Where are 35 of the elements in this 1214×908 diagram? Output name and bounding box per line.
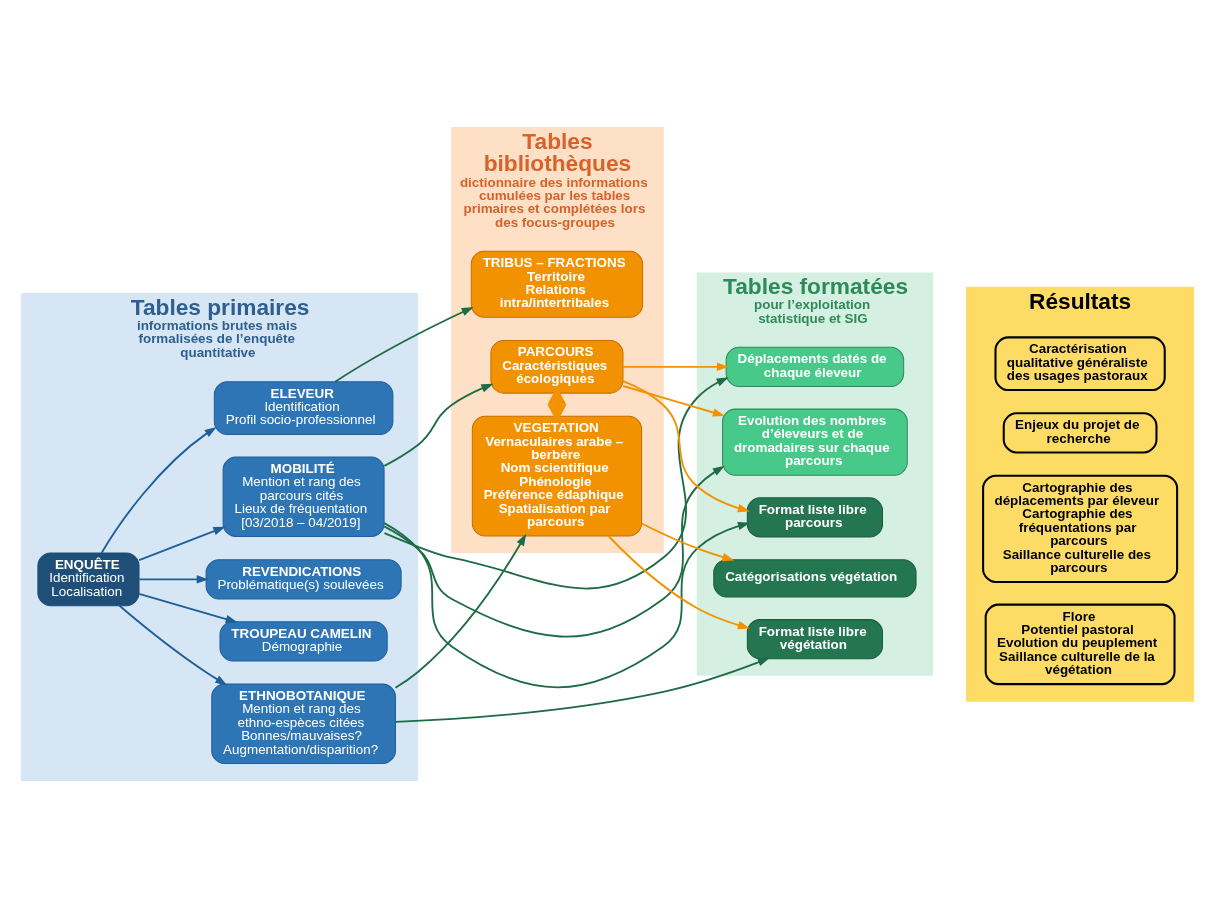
node-box: Caractérisation qualitative généraliste des usages pastoraux bbox=[993, 336, 1166, 392]
arrow bbox=[333, 307, 474, 383]
arrow bbox=[382, 383, 493, 467]
arrow bbox=[607, 535, 750, 630]
node-box: TRIBUS – FRACTIONS Territoire Relations intra/intertribales bbox=[470, 250, 643, 318]
arrow bbox=[621, 385, 725, 417]
arrow bbox=[118, 604, 227, 686]
arrow bbox=[137, 592, 238, 624]
node-box: ENQUÊTE Identification Localisation bbox=[36, 552, 140, 607]
arrow bbox=[382, 522, 750, 689]
arrow bbox=[621, 362, 729, 371]
arrow bbox=[394, 533, 526, 689]
node-box: ETHNOBOTANIQUE Mention et rang des ethno-espèces citées Bonnes/mauvaises? Augmentation/disparition? bbox=[210, 683, 396, 765]
node-box: Déplacements datés de chaque éleveur bbox=[725, 346, 904, 387]
arrow bbox=[137, 526, 225, 562]
node-box: Evolution des nombres d’éleveurs et de dromadaires sur chaque parcours bbox=[721, 408, 908, 476]
arrow bbox=[383, 377, 729, 590]
node-box: Format liste libre parcours bbox=[746, 497, 883, 538]
node-box: PARCOURS Caractéristiques écologiques bbox=[489, 339, 623, 394]
node-box: REVENDICATIONS Problématique(s) soulevées bbox=[205, 559, 402, 600]
node-box: Cartographie des déplacements par éleveur Cartographie des fréquentations par parcours Saillance culturelle des parcours bbox=[981, 474, 1178, 583]
arrow bbox=[394, 657, 770, 723]
node-box: MOBILITÉ Mention et rang des parcours cités Lieux de fréquentation [03/2018 – 04/2019] bbox=[222, 456, 385, 538]
node-box: Flore Potentiel pastoral Evolution du peuplement Saillance culturelle de la végétation bbox=[984, 603, 1176, 686]
node-box: ELEVEUR Identification Profil socio-professionnel bbox=[213, 381, 393, 435]
node-box: TROUPEAU CAMELIN Démographie bbox=[219, 621, 388, 662]
arrow bbox=[640, 522, 734, 562]
arrow bbox=[382, 465, 725, 638]
arrow bbox=[137, 575, 209, 584]
node-box: VEGETATION Vernaculaires arabe – berbère Nom scientifique Phénologie Préférence édaphique Spatialisation par parcours bbox=[471, 415, 642, 537]
node-box: Catégorisations végétation bbox=[712, 559, 917, 598]
arrow bbox=[100, 427, 217, 554]
arrow bbox=[621, 380, 750, 513]
node-box: Enjeux du projet de recherche bbox=[1002, 412, 1157, 454]
node-box: Format liste libre végétation bbox=[746, 619, 883, 660]
